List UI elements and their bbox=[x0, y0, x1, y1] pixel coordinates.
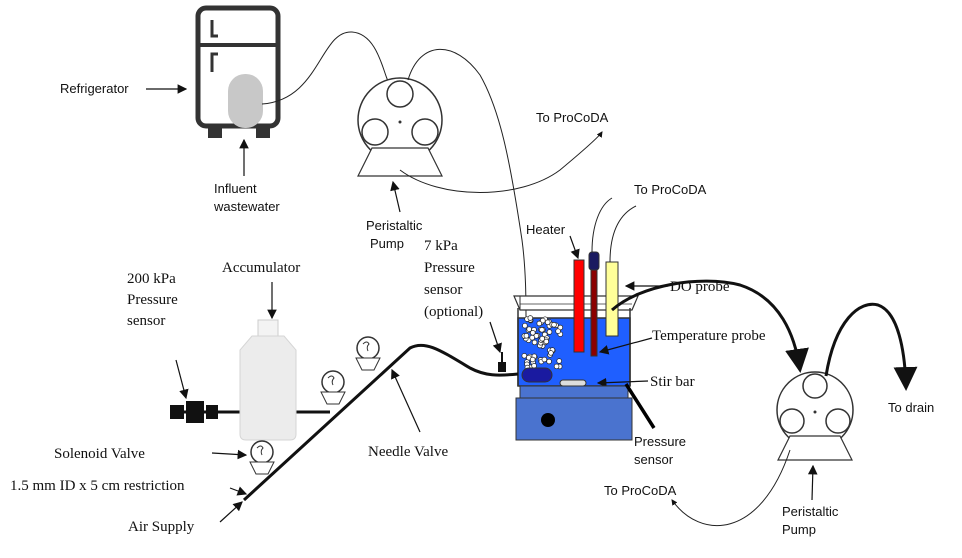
air-bubble bbox=[546, 329, 553, 335]
to-procoda-bottom-label: To ProCoDA bbox=[604, 483, 677, 498]
air-bubble bbox=[551, 322, 557, 328]
restriction-label: 1.5 mm ID x 5 cm restriction bbox=[10, 478, 185, 494]
pump-right-arrow bbox=[807, 464, 818, 501]
influent-label-2: wastewater bbox=[213, 199, 280, 214]
heater-arrow bbox=[569, 235, 580, 260]
air-bubble bbox=[546, 358, 552, 365]
pressure-sensor-7kpa-icon bbox=[498, 352, 506, 372]
air-bubble bbox=[544, 319, 551, 326]
sensor-7kpa-arrow bbox=[489, 321, 502, 354]
sensor-200kpa-label-2: Pressure bbox=[127, 292, 178, 308]
needle-valve-label: Needle Valve bbox=[368, 444, 448, 460]
accumulator-label: Accumulator bbox=[222, 260, 300, 276]
air-diffuser bbox=[521, 367, 553, 383]
needle-valve-arrow bbox=[391, 368, 421, 433]
air-bubbles bbox=[521, 315, 564, 371]
to-drain-label: To drain bbox=[888, 400, 934, 415]
air-bubble bbox=[555, 328, 561, 334]
stir-bar-arrow bbox=[596, 377, 649, 388]
solenoid-valve-arrow bbox=[211, 449, 248, 460]
stir-bar-icon bbox=[559, 379, 587, 387]
to-procoda-top-label: To ProCoDA bbox=[536, 110, 609, 125]
pump-top-arrow bbox=[390, 180, 401, 213]
probe-cable-2 bbox=[609, 205, 637, 263]
air-bubble bbox=[540, 317, 546, 324]
air-bubble bbox=[529, 334, 535, 341]
sensor-7kpa-label-2: Pressure bbox=[424, 260, 475, 276]
refrigerator-label: Refrigerator bbox=[60, 81, 129, 96]
air-bubble bbox=[531, 363, 537, 369]
needle-valve-upper-icon bbox=[355, 336, 381, 371]
pump-right-cable bbox=[671, 449, 791, 527]
pump-to-reactor-tube bbox=[407, 48, 527, 321]
air-bubble bbox=[539, 335, 545, 342]
pressure-sensor-line bbox=[624, 383, 656, 429]
temperature-probe-label: Temperature probe bbox=[652, 328, 766, 344]
refrigerator-icon bbox=[195, 5, 281, 138]
stir-plate-icon bbox=[515, 385, 633, 441]
heater-icon bbox=[573, 259, 585, 353]
influent-tube bbox=[261, 31, 391, 105]
sensor-7kpa-label-3: sensor bbox=[424, 282, 462, 298]
pump-top-label-1: Peristaltic bbox=[366, 218, 423, 233]
air-bubble bbox=[541, 356, 548, 363]
air-bubble bbox=[521, 353, 528, 359]
air-supply-label: Air Supply bbox=[128, 519, 195, 535]
restriction-arrow bbox=[229, 486, 248, 496]
sensor-200kpa-arrow bbox=[175, 359, 189, 400]
needle-valve-lower-icon bbox=[320, 370, 346, 405]
drain-tube bbox=[824, 302, 918, 391]
to-procoda-mid-label: To ProCoDA bbox=[634, 182, 707, 197]
pressure-sensor-label-1: Pressure bbox=[634, 434, 686, 449]
effluent-tube bbox=[611, 279, 809, 373]
sensor-7kpa-label-1: 7 kPa bbox=[424, 238, 458, 254]
temperature-probe-cap bbox=[588, 251, 600, 271]
air-bubble bbox=[556, 358, 562, 364]
influent-label-1: Influent bbox=[214, 181, 257, 196]
air-bubble bbox=[548, 350, 554, 356]
peristaltic-pump-right-icon bbox=[776, 371, 854, 461]
air-bubble bbox=[523, 333, 530, 339]
do-probe-icon bbox=[605, 261, 619, 337]
air-bubble bbox=[527, 315, 534, 321]
air-bubble bbox=[530, 330, 536, 336]
air-supply-line bbox=[242, 343, 519, 502]
heater-label: Heater bbox=[526, 222, 566, 237]
sensor-200kpa-label-3: sensor bbox=[127, 313, 165, 329]
solenoid-valve-icon bbox=[249, 440, 275, 475]
pressure-sensor-label-2: sensor bbox=[634, 452, 674, 467]
air-bubble bbox=[522, 322, 528, 329]
air-bubble bbox=[543, 338, 550, 345]
sensor-7kpa-label-4: (optional) bbox=[424, 304, 483, 320]
accumulator-icon bbox=[239, 319, 297, 441]
stir-bar-label: Stir bar bbox=[650, 374, 695, 390]
peristaltic-pump-top-icon bbox=[357, 77, 443, 177]
air-bubble bbox=[539, 327, 545, 333]
pump-right-label-1: Peristaltic bbox=[782, 504, 839, 519]
sensor-200kpa-label-1: 200 kPa bbox=[127, 271, 176, 287]
air-bubble bbox=[531, 339, 538, 346]
air-bubble bbox=[536, 320, 543, 327]
probe-cable-1 bbox=[591, 197, 613, 253]
pump-top-label-2: Pump bbox=[370, 236, 404, 251]
temperature-probe-arrow bbox=[598, 337, 653, 355]
pump-right-label-2: Pump bbox=[782, 522, 816, 537]
air-bubble bbox=[529, 356, 536, 363]
pump-top-cable bbox=[399, 131, 603, 193]
temperature-probe-icon bbox=[590, 269, 598, 357]
pressure-sensor-200kpa-icon bbox=[170, 401, 218, 423]
solenoid-valve-label: Solenoid Valve bbox=[54, 446, 145, 462]
air-supply-arrow bbox=[219, 501, 243, 523]
air-bubble bbox=[553, 363, 560, 370]
